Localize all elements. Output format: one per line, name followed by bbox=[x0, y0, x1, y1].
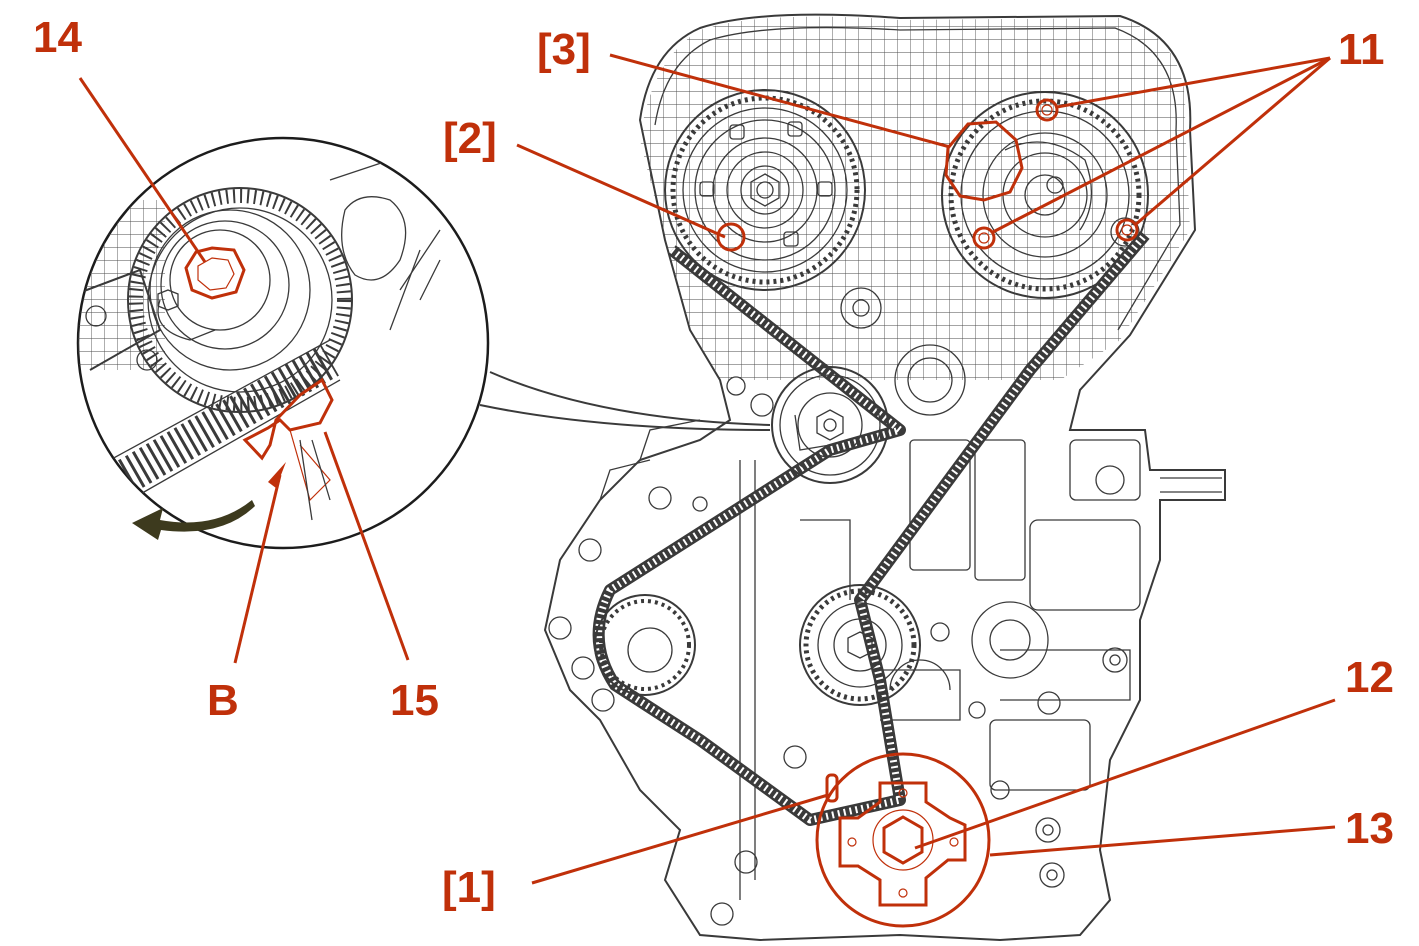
callout-3: [3] bbox=[537, 25, 591, 74]
crankshaft-bolt-12 bbox=[882, 815, 924, 865]
callout-11: 11 bbox=[1338, 25, 1385, 74]
intake-camshaft-pulley bbox=[664, 89, 866, 291]
callout-12: 12 bbox=[1345, 653, 1394, 702]
red-highlight-items bbox=[716, 98, 1139, 928]
leader-lines bbox=[78, 53, 1336, 885]
locating-pin-2 bbox=[716, 222, 746, 252]
callout-labels: 14 [3] [2] 11 B 15 12 13 [1] bbox=[33, 13, 1394, 912]
callout-15: 15 bbox=[390, 676, 439, 725]
detail-inset bbox=[76, 136, 771, 550]
camshaft-locking-pin-3 bbox=[944, 120, 1024, 202]
callout-1: [1] bbox=[442, 863, 496, 912]
callout-14: 14 bbox=[33, 13, 82, 62]
callout-13: 13 bbox=[1345, 804, 1394, 853]
tensioner-pulley bbox=[771, 366, 889, 484]
tensioner-pointer-15 bbox=[242, 377, 334, 461]
crankshaft-tool-13 bbox=[815, 752, 991, 928]
timing-belt-cover bbox=[640, 16, 1190, 381]
rotation-arrow-icon bbox=[132, 500, 255, 540]
bolt-11-c bbox=[1115, 218, 1139, 242]
oil-pump-pulley bbox=[799, 584, 1049, 706]
bolt-11-a bbox=[1035, 98, 1059, 122]
water-pump-pulley bbox=[840, 287, 966, 416]
tensioner-bolt-14 bbox=[184, 246, 246, 300]
callout-B: B bbox=[207, 676, 239, 725]
idler-pulley bbox=[594, 594, 696, 696]
bolt-11-b bbox=[972, 226, 996, 250]
crankshaft-pin-1 bbox=[825, 773, 839, 803]
callout-2: [2] bbox=[443, 114, 497, 163]
